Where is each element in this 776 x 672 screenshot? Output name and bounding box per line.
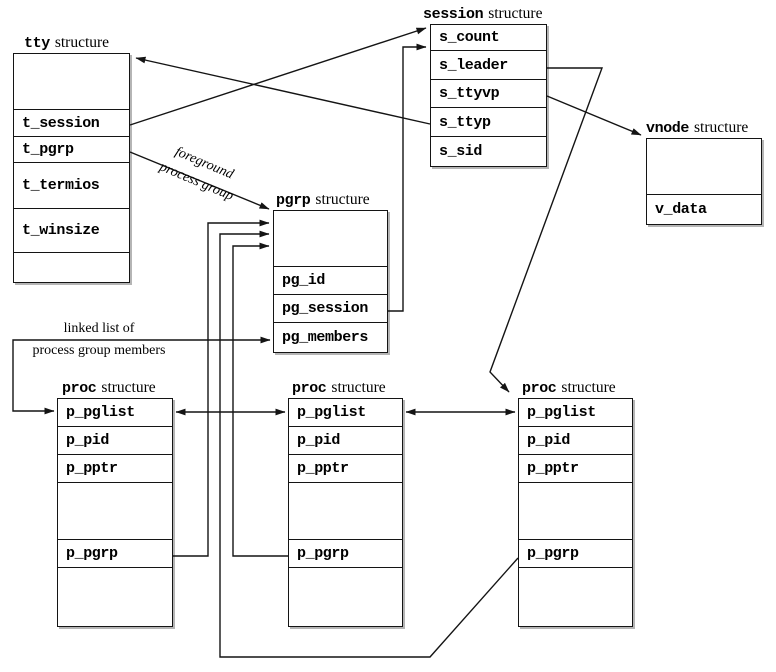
tty-empty-cell <box>14 54 129 110</box>
proc3-field-p-pid: p_pid <box>519 427 632 455</box>
pgrp-structure-box: pg_id pg_session pg_members <box>273 210 388 353</box>
session-title-name: session <box>423 6 484 23</box>
proc3-empty-cell-bottom <box>519 568 632 626</box>
tty-title-suffix: structure <box>54 34 110 51</box>
field-pg-session: pg_session <box>274 295 387 323</box>
proc2-empty-cell-bottom <box>289 568 402 626</box>
proc2-structure-box: p_pglist p_pid p_pptr p_pgrp <box>288 398 403 627</box>
field-t-pgrp: t_pgrp <box>14 137 129 163</box>
field-s-leader: s_leader <box>431 51 546 80</box>
arrow-s-ttyvp-to-vnode <box>546 95 642 136</box>
vnode-empty-cell <box>647 139 761 195</box>
arrow-s-ttyp-to-tty <box>135 56 431 125</box>
proc1-field-p-pptr: p_pptr <box>58 455 172 483</box>
tty-structure-box: t_session t_pgrp t_termios t_winsize <box>13 53 130 283</box>
linked-list-label-line1: linked list of <box>63 321 135 336</box>
arrow-proc1-pgrp <box>173 219 270 557</box>
proc3-empty-cell <box>519 483 632 540</box>
proc1-structure-box: p_pglist p_pid p_pptr p_pgrp <box>57 398 173 627</box>
proc3-title-name: proc <box>522 380 557 397</box>
proc3-field-p-pgrp: p_pgrp <box>519 540 632 568</box>
proc2-title-name: proc <box>292 380 327 397</box>
proc1-title-name: proc <box>62 380 97 397</box>
field-s-sid: s_sid <box>439 143 483 160</box>
field-pg-members: pg_members <box>282 329 369 346</box>
proc1-empty-cell-bottom <box>58 568 172 626</box>
field-t-termios: t_termios <box>14 163 129 209</box>
field-s-ttyvp: s_ttyvp <box>431 80 546 108</box>
linked-list-label-line2: process group members <box>32 343 166 358</box>
field-t-session: t_session <box>14 110 129 137</box>
proc2-title-suffix: structure <box>331 379 386 396</box>
proc2-field-p-pglist: p_pglist <box>289 399 402 427</box>
pgrp-empty-cell <box>274 211 387 267</box>
foreground-process-group-label: foreground process group <box>133 130 267 217</box>
proc3-field-p-pglist: p_pglist <box>519 399 632 427</box>
proc2-field-p-pid: p_pid <box>289 427 402 455</box>
proc1-empty-cell <box>58 483 172 540</box>
vnode-structure-box: v_data <box>646 138 762 225</box>
pgrp-title-suffix: structure <box>315 191 370 208</box>
proc1-field-p-pid: p_pid <box>58 427 172 455</box>
field-t-winsize: t_winsize <box>14 209 129 253</box>
proc2-field-p-pptr: p_pptr <box>289 455 402 483</box>
tty-empty-cell-bottom <box>14 253 129 282</box>
session-title-suffix: structure <box>488 5 543 22</box>
proc3-structure-box: p_pglist p_pid p_pptr p_pgrp <box>518 398 633 627</box>
proc3-title-suffix: structure <box>561 379 616 396</box>
field-s-count: s_count <box>431 25 546 51</box>
field-v-data: v_data <box>655 201 707 218</box>
pgrp-title-name: pgrp <box>276 192 311 209</box>
arrow-t-session-to-session <box>129 27 427 126</box>
arrow-pg-session-to-s-count <box>388 43 427 312</box>
proc1-field-p-pglist: p_pglist <box>58 399 172 427</box>
tty-title-name: tty <box>24 35 50 52</box>
vnode-title-suffix: structure <box>694 119 749 136</box>
proc2-field-p-pgrp: p_pgrp <box>289 540 402 568</box>
proc3-field-p-pptr: p_pptr <box>519 455 632 483</box>
field-s-ttyp: s_ttyp <box>431 108 546 137</box>
field-pg-id: pg_id <box>274 267 387 295</box>
proc1-field-p-pgrp: p_pgrp <box>58 540 172 568</box>
session-structure-box: s_count s_leader s_ttyvp s_ttyp s_sid <box>430 24 547 167</box>
proc1-title-suffix: structure <box>101 379 156 396</box>
vnode-title-name: vnode <box>646 120 690 137</box>
proc2-empty-cell <box>289 483 402 540</box>
